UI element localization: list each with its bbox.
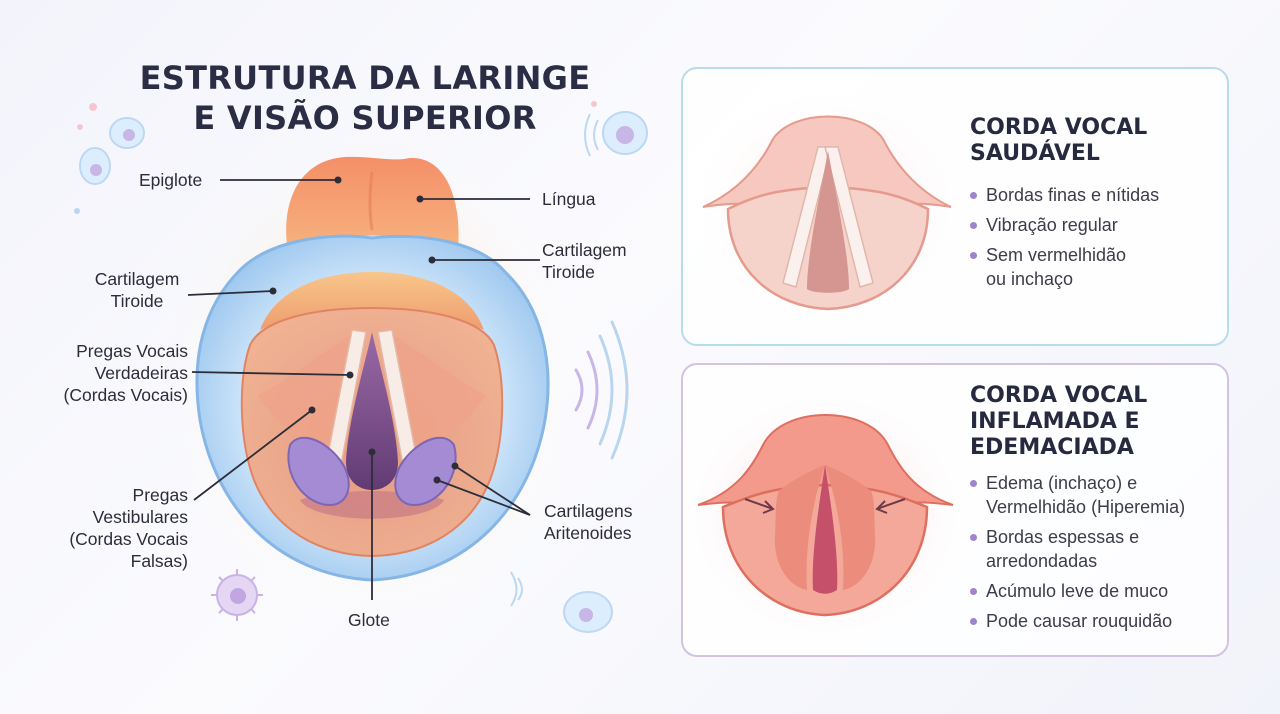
label-line: Vestibulares bbox=[92, 507, 188, 527]
bullet-line: Acúmulo leve de muco bbox=[986, 581, 1169, 601]
cell-decoration-top-left bbox=[74, 103, 145, 214]
label-glote: Glote bbox=[348, 610, 390, 630]
bullet-line: ou inchaço bbox=[986, 269, 1074, 289]
label-line: Cartilagens bbox=[544, 501, 633, 521]
card-title-line: CORDA VOCAL bbox=[970, 383, 1148, 408]
label-line: Verdadeiras bbox=[94, 363, 188, 383]
leader-lines bbox=[187, 179, 540, 600]
label-line: (Cordas Vocais bbox=[69, 529, 188, 549]
label-line: Pregas bbox=[132, 485, 188, 505]
bullet-line: Bordas espessas e bbox=[986, 527, 1140, 547]
diagram-title: ESTRUTURA DA LARINGE E VISÃO SUPERIOR bbox=[120, 58, 610, 138]
bullet-line: Bordas finas e nítidas bbox=[986, 185, 1160, 205]
bullet-item: Edema (inchaço) e Vermelhidão (Hiperemia… bbox=[970, 471, 1185, 519]
label-pregas-vocais: Pregas Vocais Verdadeiras (Cordas Vocais… bbox=[30, 340, 189, 406]
sound-waves-icon bbox=[574, 320, 629, 460]
inflamed-vocal-cord-card: CORDA VOCAL INFLAMADA E EDEMACIADA Edema… bbox=[681, 363, 1229, 657]
leader-dots bbox=[269, 176, 459, 484]
epiglottis-shape bbox=[260, 272, 484, 330]
healthy-vocal-cord-card: CORDA VOCAL SAUDÁVEL Bordas finas e níti… bbox=[681, 67, 1229, 346]
label-cartilagem-tiroide-right: Cartilagem Tiroide bbox=[542, 239, 627, 283]
card-title-line: INFLAMADA E bbox=[970, 409, 1140, 434]
label-cartilagem-tiroide-left: Cartilagem Tiroide bbox=[82, 268, 192, 312]
bullet-item: Acúmulo leve de muco bbox=[970, 579, 1185, 603]
inflamed-bullet-list: Edema (inchaço) e Vermelhidão (Hiperemia… bbox=[970, 471, 1185, 639]
cell-decoration-top-right bbox=[584, 101, 648, 157]
bullet-item: Vibração regular bbox=[970, 213, 1159, 237]
label-cartilagens-aritenoides: Cartilagens Aritenoides bbox=[544, 500, 633, 544]
card-title-line: EDEMACIADA bbox=[970, 435, 1134, 460]
bullet-line: Pode causar rouquidão bbox=[986, 611, 1173, 631]
bullet-item: Pode causar rouquidão bbox=[970, 609, 1185, 633]
bullet-line: Edema (inchaço) e bbox=[986, 473, 1138, 493]
diagram-title-line1: ESTRUTURA DA LARINGE bbox=[139, 59, 591, 97]
card-title-line: CORDA VOCAL bbox=[970, 115, 1148, 140]
bullet-line: Vermelhidão (Hiperemia) bbox=[986, 497, 1186, 517]
label-line: (Cordas Vocais) bbox=[63, 385, 189, 405]
label-pregas-vestibulares: Pregas Vestibulares (Cordas Vocais Falsa… bbox=[30, 484, 188, 572]
label-line: Pregas Vocais bbox=[76, 341, 188, 361]
label-lingua: Língua bbox=[542, 189, 596, 209]
label-epiglote: Epiglote bbox=[139, 170, 203, 190]
bullet-item: Bordas espessas e arredondadas bbox=[970, 525, 1185, 573]
glottis-shape bbox=[346, 332, 398, 490]
bullet-item: Sem vermelhidão ou inchaço bbox=[970, 243, 1159, 291]
label-line: Aritenoides bbox=[544, 523, 632, 543]
label-line: Falsas) bbox=[130, 551, 188, 571]
arrow-icon bbox=[744, 498, 906, 514]
bullet-line: Vibração regular bbox=[986, 215, 1118, 235]
tongue-shape bbox=[286, 156, 459, 248]
healthy-vocal-cord-illustration bbox=[688, 84, 968, 324]
label-line: Cartilagem bbox=[542, 240, 627, 260]
inflamed-card-title: CORDA VOCAL INFLAMADA E EDEMACIADA bbox=[970, 383, 1147, 461]
label-line: Cartilagem bbox=[94, 269, 180, 289]
card-title-line: SAUDÁVEL bbox=[970, 141, 1100, 166]
healthy-card-title: CORDA VOCAL SAUDÁVEL bbox=[970, 115, 1147, 167]
larynx-illustration bbox=[74, 101, 648, 633]
bullet-line: Sem vermelhidão bbox=[986, 245, 1127, 265]
arytenoid-left bbox=[287, 436, 350, 507]
cell-decoration-bottom bbox=[211, 569, 613, 633]
label-line: Tiroide bbox=[542, 262, 595, 282]
label-line: Tiroide bbox=[110, 291, 164, 311]
inflamed-vocal-cord-illustration bbox=[683, 385, 970, 645]
healthy-bullet-list: Bordas finas e nítidas Vibração regular … bbox=[970, 183, 1159, 297]
bullet-line: arredondadas bbox=[986, 551, 1098, 571]
bullet-item: Bordas finas e nítidas bbox=[970, 183, 1159, 207]
